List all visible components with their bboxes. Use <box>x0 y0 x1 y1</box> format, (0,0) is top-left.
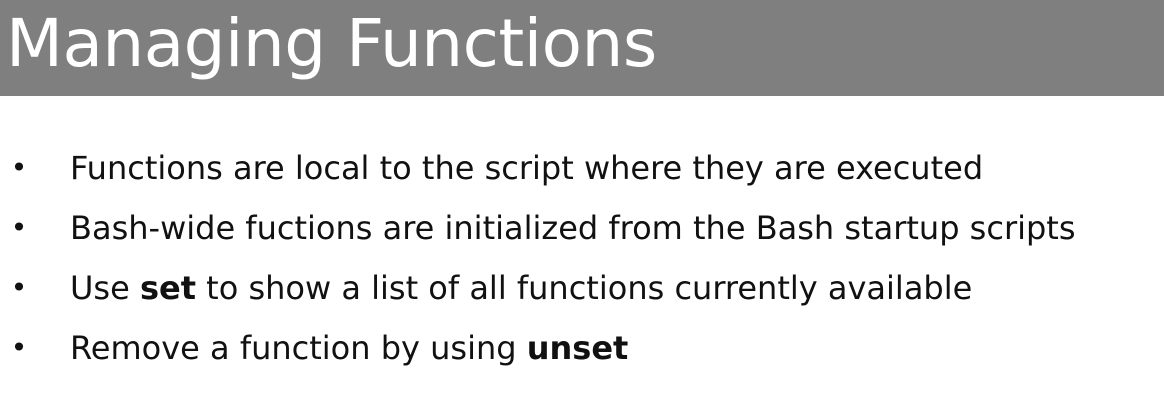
command-set: set <box>139 269 196 307</box>
bullet-icon: • <box>10 211 28 244</box>
title-bar: Managing Functions <box>0 0 1164 96</box>
bullet-text-after: to show a list of all functions currentl… <box>196 269 973 307</box>
list-item: • Bash-wide fuctions are initialized fro… <box>0 208 1164 268</box>
bullet-list: • Functions are local to the script wher… <box>0 148 1164 388</box>
bullet-icon: • <box>10 271 28 304</box>
command-unset: unset <box>526 329 629 367</box>
list-item: • Use set to show a list of all function… <box>0 268 1164 328</box>
bullet-text-before: Remove a function by using <box>70 329 527 367</box>
bullet-icon: • <box>10 331 28 364</box>
bullet-text: Functions are local to the script where … <box>70 149 984 187</box>
bullet-text-before: Use <box>70 269 140 307</box>
list-item: • Remove a function by using unset <box>0 328 1164 388</box>
bullet-text: Bash-wide fuctions are initialized from … <box>70 209 1076 247</box>
bullet-text: Use set to show a list of all functions … <box>70 268 972 308</box>
list-item: • Functions are local to the script wher… <box>0 148 1164 208</box>
bullet-icon: • <box>10 151 28 184</box>
bullet-text: Remove a function by using unset <box>70 328 628 368</box>
page-title: Managing Functions <box>6 5 657 82</box>
